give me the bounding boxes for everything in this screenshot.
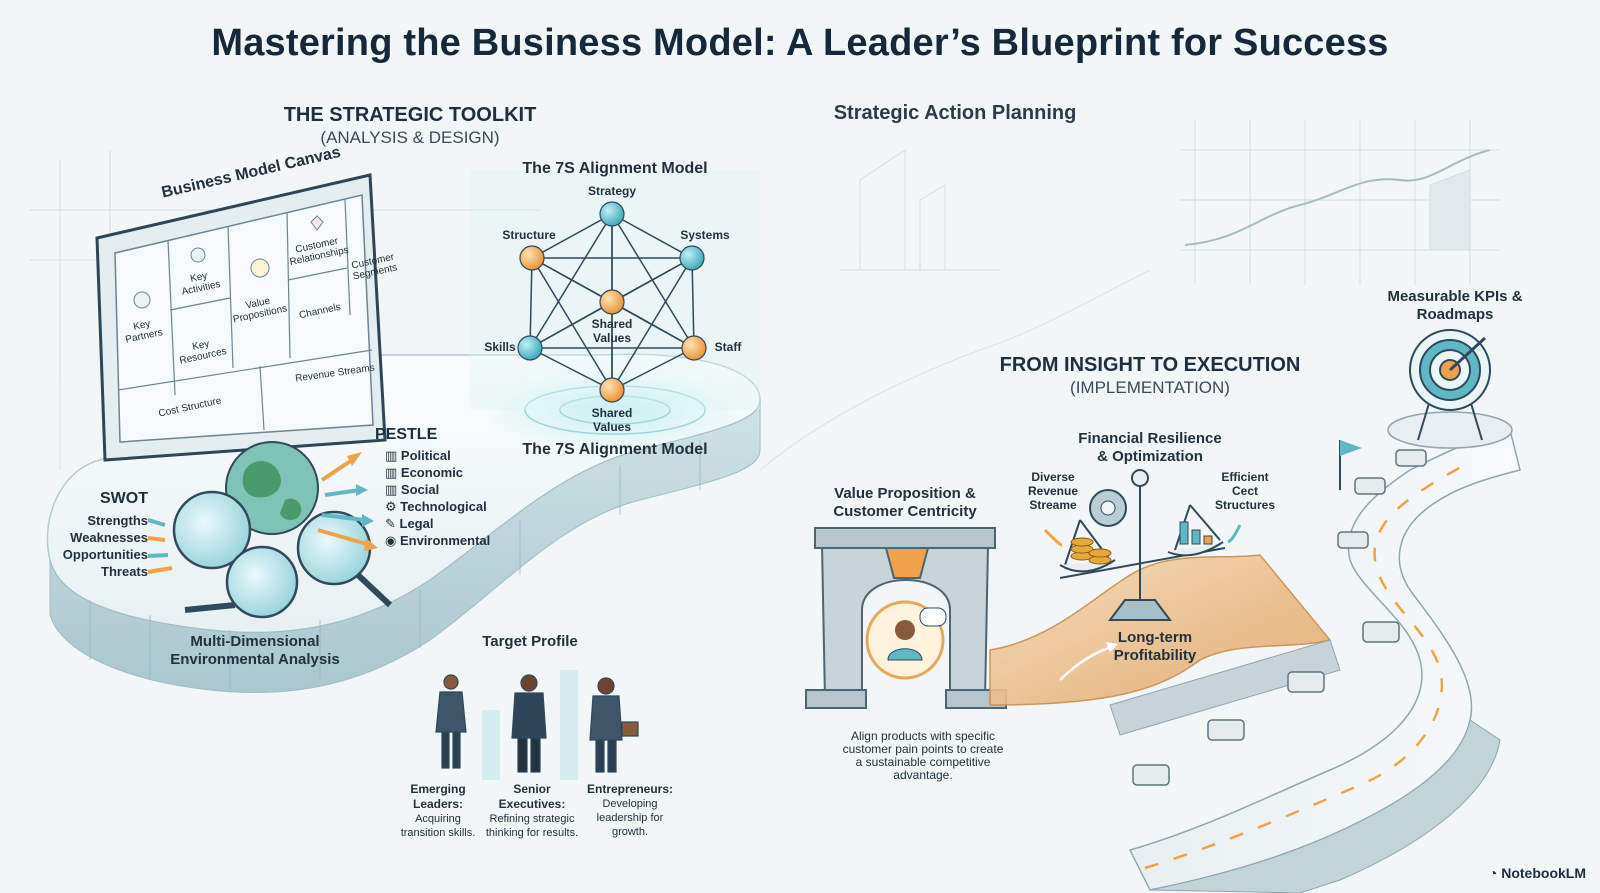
environmental-analysis-label: Multi-Dimensional Environmental Analysis <box>170 633 340 668</box>
efficient-cost-label: Efficient Cect Structures <box>1214 470 1276 512</box>
value-proposition-title: Value Proposition & Customer Centricity <box>833 485 977 520</box>
diverse-revenue-label: Diverse Revenue Streame <box>1027 470 1079 512</box>
seven-s-structure: Structure <box>502 228 556 242</box>
swot-title: SWOT <box>100 490 148 507</box>
profile-emerging-leaders: Emerging Leaders: Acquiring transition s… <box>400 782 476 839</box>
swot-item: Strengths <box>87 513 148 528</box>
strategic-action-planning-label: Strategic Action Planning <box>833 102 1077 124</box>
pestle-title: PESTLE <box>375 426 438 443</box>
pestle-item: ◉ Environmental <box>385 533 491 548</box>
seven-s-title: The 7S Alignment Model <box>522 160 708 177</box>
pestle-item: ⚙ Technological <box>385 499 487 514</box>
swot-item: Threats <box>101 564 148 579</box>
seven-s-systems: Systems <box>680 228 730 242</box>
watermark: ◔ NotebookLM <box>1488 865 1586 881</box>
notebook-logo-icon: ◔ <box>1488 865 1502 881</box>
profile-entrepreneurs: Entrepreneurs: Developing leadership for… <box>586 782 674 838</box>
page-title: Mastering the Business Model: A Leader’s… <box>211 22 1389 64</box>
target-profile-title: Target Profile <box>482 633 578 650</box>
seven-s-shared-values-bottom: Shared Values <box>591 406 633 434</box>
value-proposition-arch <box>805 527 1007 709</box>
swot-item: Weaknesses <box>70 530 148 545</box>
value-proposition-desc: Align products with specific customer pa… <box>842 729 1004 782</box>
seven-s-skills: Skills <box>484 340 516 354</box>
pestle-item: ▥ Economic <box>385 465 464 480</box>
business-model-canvas-board <box>95 173 387 462</box>
seven-s-staff: Staff <box>714 340 742 354</box>
pestle-item: ▥ Political <box>385 448 451 463</box>
profile-senior-executives: Senior Executives: Refining strategic th… <box>485 782 579 839</box>
seven-s-shared-values-center: Shared Values <box>591 317 633 345</box>
financial-title: Financial Resilience & Optimization <box>1078 430 1222 465</box>
kpis-label: Measurable KPIs & Roadmaps <box>1387 288 1523 323</box>
execution-subheading: (IMPLEMENTATION) <box>1070 378 1230 397</box>
swot-list: Strengths Weaknesses Opportunities Threa… <box>60 512 148 580</box>
pestle-list: ▥ Political ▥ Economic ▥ Social ⚙ Techno… <box>385 447 490 549</box>
seven-s-caption: The 7S Alignment Model <box>522 441 708 458</box>
swot-item: Opportunities <box>62 547 148 562</box>
seven-s-strategy: Strategy <box>587 184 637 198</box>
pestle-item: ✎ Legal <box>385 516 434 531</box>
pestle-item: ▥ Social <box>385 482 440 497</box>
toolkit-heading: THE STRATEGIC TOOLKIT <box>283 104 537 126</box>
long-term-profitability-label: Long-term Profitability <box>1113 629 1197 664</box>
toolkit-subheading: (ANALYSIS & DESIGN) <box>320 128 500 147</box>
execution-heading: FROM INSIGHT TO EXECUTION <box>999 354 1301 376</box>
